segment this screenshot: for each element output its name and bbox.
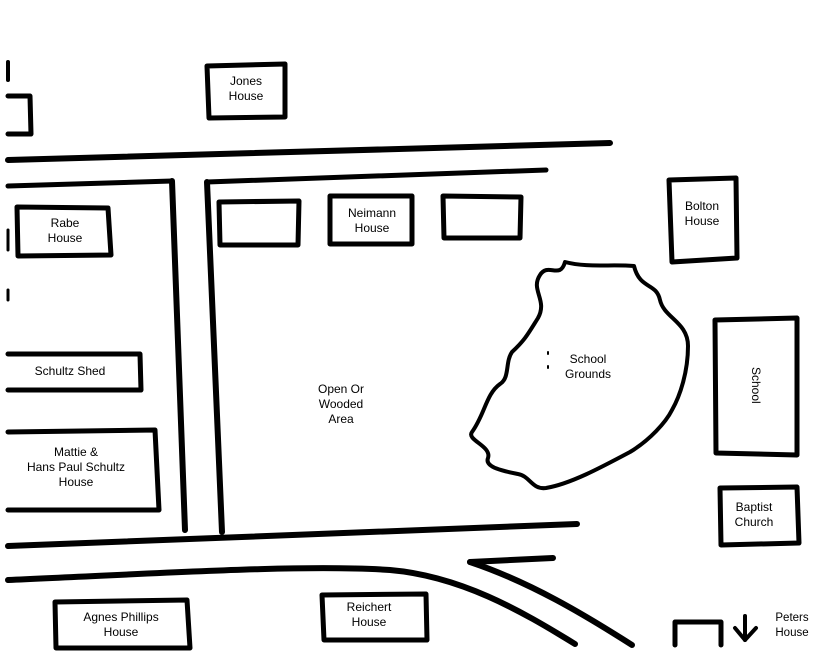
label-open-or-wooded-area: Open Or Wooded Area: [317, 382, 365, 426]
road-bottom-top-edge: [5, 521, 580, 549]
building-school: [712, 315, 800, 458]
building-reichert: [319, 591, 430, 643]
building-unnamed-1: [216, 198, 302, 248]
road-bottom-right-curve: [467, 559, 635, 648]
label-reichert-house: Reichert House: [346, 600, 392, 629]
label-bolton-house: Bolton House: [684, 199, 720, 228]
building-unnamed-2: [440, 193, 524, 241]
building-rabe: [14, 204, 114, 259]
building-agnes: [52, 597, 193, 651]
label-schultz-shed: Schultz Shed: [34, 364, 106, 378]
road-bottom-right: [467, 555, 556, 565]
building-top-left: [5, 93, 34, 137]
building-baptist: [717, 484, 802, 548]
building-neimann: [327, 193, 415, 247]
label-school-grounds: School Grounds: [564, 352, 612, 381]
label-agnes-phillips-house: Agnes Phillips House: [83, 610, 159, 639]
road-top: [5, 140, 613, 163]
label-baptist-church: Baptist Church: [734, 500, 774, 529]
building-schultz-shed: [5, 351, 144, 393]
road-top-inner: [5, 178, 175, 189]
label-neimann-house: Neimann House: [347, 206, 397, 235]
building-jones: [204, 61, 288, 121]
building-mattie-hans: [5, 427, 162, 513]
label-peters-house: Peters House: [775, 612, 809, 639]
road-middle-top: [204, 167, 549, 185]
road-bottom-curve: [5, 565, 578, 647]
school-grounds-boundary: [469, 260, 690, 491]
label-jones-house: Jones House: [228, 74, 264, 103]
building-bolton: [666, 175, 740, 265]
road-left-vertical: [169, 178, 188, 533]
arrow-down-icon: [733, 614, 758, 642]
road-middle-vertical: [204, 179, 225, 535]
building-peters-partial: [672, 619, 724, 648]
label-school: School: [749, 366, 763, 404]
label-rabe-house: Rabe House: [47, 216, 83, 245]
label-mattie-hans-schultz-house: Mattie & Hans Paul Schultz House: [26, 445, 126, 489]
